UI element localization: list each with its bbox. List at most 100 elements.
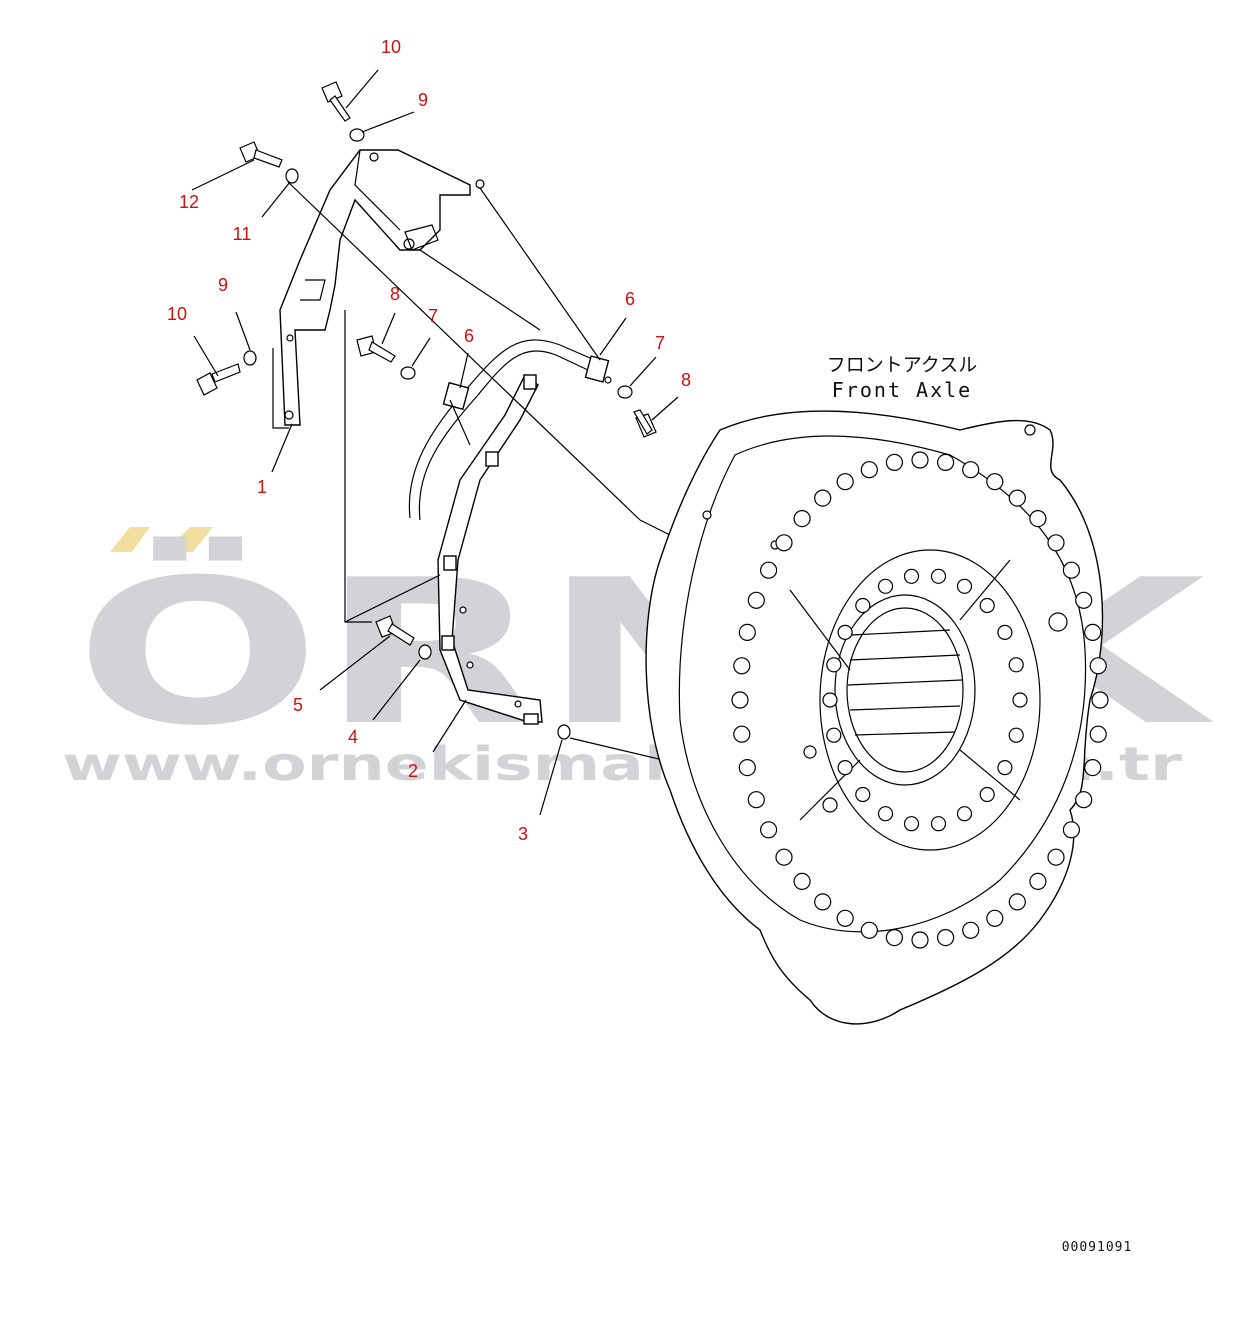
callout-9-top: 9 [418,90,428,110]
callout-11: 11 [233,224,252,244]
callout-1: 1 [257,477,267,497]
axle-bolt [1008,727,1024,743]
axle-bolt-ring [731,451,1109,949]
assembly-label-jp: フロントアクスル [827,354,977,376]
bolt-part-12 [239,141,283,168]
callout-12: 12 [179,192,199,212]
axle-bolt [911,931,929,949]
axle-bolt [1008,657,1024,673]
axle-bolt [903,568,920,584]
axle-bolt [1084,623,1102,642]
axle-bolt [738,758,756,777]
axle-bolt [930,568,947,584]
axle-bolt [936,928,955,947]
bracket-part-2 [437,373,543,725]
drawing-id: 00091091 [1062,1240,1133,1255]
axle-bolt [903,816,920,832]
axle-bolt [930,816,947,832]
callout-7-right: 7 [655,333,665,353]
callout-10-left: 10 [167,304,187,324]
callout-7-left: 7 [428,306,438,326]
callout-5: 5 [293,695,303,715]
callout-8-left: 8 [390,284,400,304]
axle-bolt [1047,848,1065,866]
washer-part-3 [557,724,571,740]
leader-lines [191,69,679,816]
axle-bolt [836,473,854,491]
washer-part-4 [418,644,432,660]
axle-bolt [1062,561,1081,579]
axle-bolt [747,591,765,609]
washer-part-7-right [617,385,633,399]
axle-bolt [962,461,980,479]
axle-bolt [775,534,793,552]
axle-bolt [1008,489,1026,507]
axle-bolt [1029,509,1047,528]
axle-bolt [1029,872,1047,891]
callout-9-left: 9 [218,275,228,295]
axle-bolt [885,453,904,471]
front-axle-housing [645,410,1104,1025]
bracket-part-1 [279,149,485,426]
bolt-part-10-top [321,81,351,122]
axle-bolt [1075,591,1093,609]
axle-bolt [814,489,832,507]
axle-bolt [814,893,832,911]
axle-bolt [1089,725,1107,743]
axle-bolt [956,806,973,822]
axle-bolt [733,657,751,675]
hose-clamp-part-6 [442,355,612,411]
callout-6-right: 6 [625,289,635,309]
bolt-part-8-right [633,409,657,438]
axle-bolt [1012,692,1028,708]
axle-bolt [759,821,778,839]
bolt-part-8-left [356,335,396,363]
axle-bolt [775,848,793,866]
axle-bolt [837,624,853,641]
watermark-accent-mark [110,527,150,552]
callout-4: 4 [348,727,358,747]
axle-bolt [997,759,1013,776]
washer-part-7-left [400,366,416,380]
axle-bolt [733,725,751,743]
axle-bolt [836,909,854,927]
callout-2: 2 [408,761,418,781]
washer-part-9-left [243,350,257,366]
axle-bolt [826,657,842,673]
washer-part-9-top [349,128,365,142]
axle-bolt [877,578,894,594]
axle-bolt [962,921,980,939]
axle-bolt [822,692,838,708]
axle-bolt [1062,821,1081,839]
bolt-part-10-left [196,363,241,396]
washer-part-11 [285,168,299,184]
axle-bolt [997,624,1013,641]
axle-bolt [837,759,853,776]
bolt-part-5 [375,615,415,646]
axle-bolt [860,921,878,939]
axle-bolt [1089,657,1107,675]
callout-10-top: 10 [381,37,401,57]
axle-bolt [979,786,995,803]
axle-bolt [860,461,878,479]
axle-bolt [1008,893,1026,911]
axle-bolt [793,872,811,891]
axle-bolt [1091,691,1109,709]
axle-bolt [826,727,842,743]
assembly-label-en: Front Axle [832,378,972,402]
axle-bolt [855,597,871,614]
axle-bolt [986,473,1004,491]
axle-bolt [747,791,765,809]
callout-8-right: 8 [681,370,691,390]
callout-6-left: 6 [464,326,474,346]
axle-bolt [936,453,955,471]
axle-bolt [855,786,871,803]
axle-bolt [731,691,749,709]
callouts: 10 9 12 11 9 10 1 8 7 6 6 7 8 5 4 2 3 [167,37,691,844]
axle-bolt [1084,758,1102,777]
watermark-accent-mark [165,527,213,552]
axle-bolt [793,509,811,528]
axle-bolt [877,806,894,822]
axle-bolt [979,597,995,614]
